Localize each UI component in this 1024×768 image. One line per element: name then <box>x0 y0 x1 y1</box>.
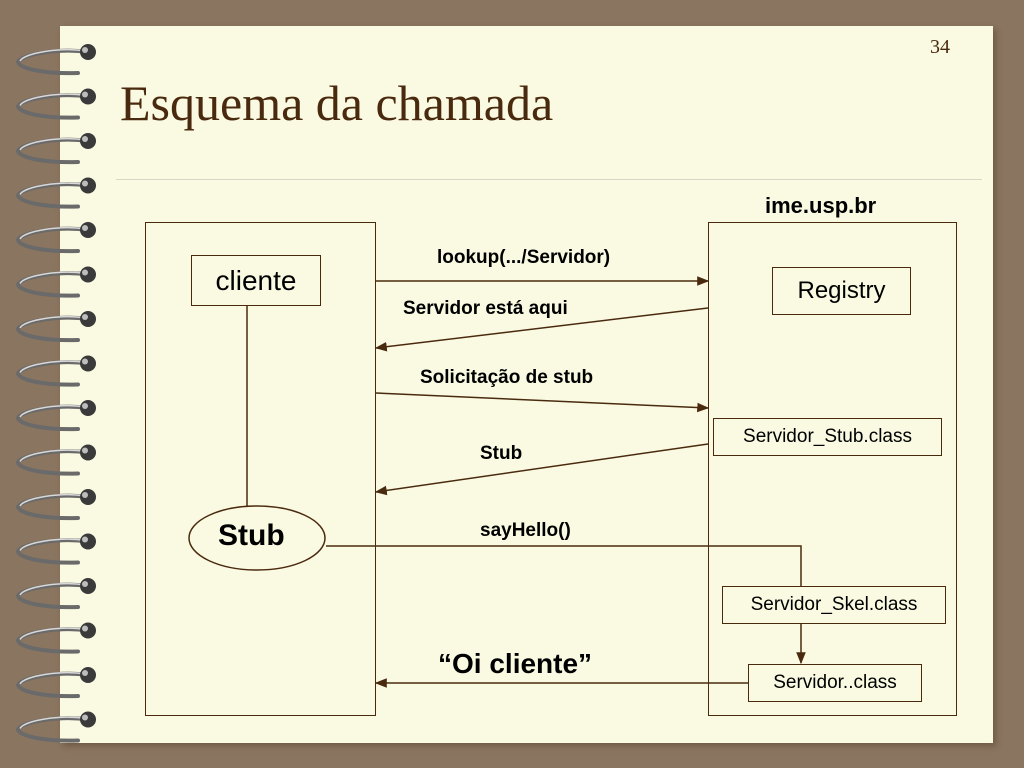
slide-title: Esquema da chamada <box>120 75 554 131</box>
msg-sayhello: sayHello() <box>480 520 571 541</box>
binding-ring <box>15 266 96 298</box>
binding-ring <box>15 489 96 521</box>
title-divider <box>116 179 982 180</box>
binding-ring <box>15 177 96 209</box>
arrow-stub <box>374 443 709 496</box>
skel-class-node: Servidor_Skel.class <box>722 586 946 624</box>
page-number: 34 <box>930 36 950 58</box>
stub-class-node: Servidor_Stub.class <box>713 418 942 456</box>
server-class-node: Servidor..class <box>748 664 922 702</box>
stub-ellipse <box>188 505 326 571</box>
arrow-solicitacao <box>375 392 710 413</box>
cliente-node: cliente <box>191 255 321 306</box>
binding-ring <box>15 533 96 565</box>
binding-ring <box>15 444 96 476</box>
arrow-sayhello <box>326 545 806 665</box>
host-label: ime.usp.br <box>765 193 877 218</box>
msg-stub: Stub <box>480 443 523 464</box>
msg-servidor-aqui: Servidor está aqui <box>403 298 568 319</box>
binding-ring <box>15 44 96 76</box>
server-container <box>708 222 957 716</box>
binding-ring <box>15 355 96 387</box>
arrow-servidor-aqui <box>374 307 709 352</box>
binding-ring <box>15 711 96 743</box>
msg-solicitacao: Solicitação de stub <box>420 367 594 388</box>
binding-ring <box>15 400 96 432</box>
binding-ring <box>15 222 96 254</box>
binding-ring <box>15 88 96 120</box>
stub-node: Stub <box>218 519 285 552</box>
binding-ring <box>15 133 96 165</box>
client-container <box>145 222 376 716</box>
spiral-binding <box>15 44 96 743</box>
binding-ring <box>15 578 96 610</box>
binding-ring <box>15 311 96 343</box>
msg-oi-cliente: “Oi cliente” <box>438 648 593 679</box>
msg-lookup: lookup(.../Servidor) <box>437 247 611 268</box>
registry-node: Registry <box>772 267 911 315</box>
binding-ring <box>15 667 96 699</box>
binding-ring <box>15 622 96 654</box>
